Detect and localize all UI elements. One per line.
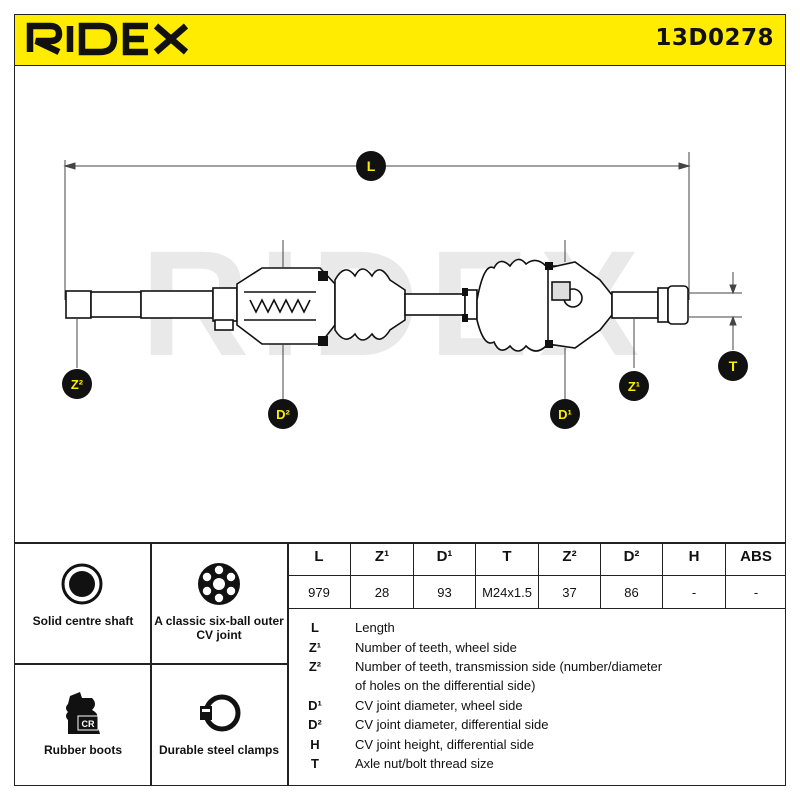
badge-Z2: [62, 369, 92, 399]
spec-value: 93: [437, 585, 452, 600]
badge-D1: [550, 399, 580, 429]
spec-value: 37: [562, 585, 577, 600]
spec-col-line: [600, 542, 601, 608]
spec-header: Z¹: [374, 548, 390, 565]
badge-T: [718, 351, 748, 381]
solid-circle-icon: [61, 563, 103, 605]
spec-col-line: [662, 542, 663, 608]
spec-col-line: [725, 542, 726, 608]
legend-text: Length: [355, 620, 395, 635]
driveshaft-drawing: RIDEX L: [62, 151, 748, 429]
spec-header: Z²: [562, 548, 577, 565]
badge-Z2-text: Z²: [71, 377, 84, 392]
steel-clamp-icon: [200, 694, 241, 732]
legend-text: of holes on the differential side): [355, 678, 536, 693]
legend-key: D¹: [308, 698, 322, 713]
spec-table-header-line: [287, 575, 786, 576]
legend-text: Number of teeth, wheel side: [355, 640, 517, 655]
feature-rubber-boots: Rubber boots: [44, 743, 122, 757]
spec-col-line: [413, 542, 414, 608]
badge-D2-text: D²: [276, 407, 290, 422]
spec-col-line: [475, 542, 476, 608]
rubber-boot-icon: CR: [66, 692, 100, 734]
svg-text:CR: CR: [82, 719, 95, 729]
feature-solid-shaft: Solid centre shaft: [32, 614, 134, 628]
spec-value: 86: [624, 585, 639, 600]
spec-value: -: [691, 585, 697, 600]
spec-col-line: [350, 542, 351, 608]
legend-key: Z¹: [308, 640, 322, 655]
section-divider: [14, 542, 786, 544]
legend-key: L: [311, 620, 319, 635]
legend-key: T: [311, 756, 319, 771]
ridex-logo-graphic: [26, 22, 189, 56]
legend-key: D²: [308, 717, 322, 732]
ridex-logo: [26, 18, 196, 60]
spec-value: -: [753, 585, 759, 600]
legend-text: CV joint height, differential side: [355, 737, 534, 752]
spec-header: D²: [623, 548, 640, 565]
legend-text: CV joint diameter, wheel side: [355, 698, 523, 713]
badge-Z1: [619, 371, 649, 401]
spec-value: 979: [308, 585, 330, 600]
legend-text: Axle nut/bolt thread size: [355, 756, 494, 771]
spec-table-bottom-line: [287, 608, 786, 609]
badge-D2: [268, 399, 298, 429]
spec-value: M24x1.5: [482, 585, 532, 600]
legend-text: Number of teeth, transmission side (numb…: [355, 659, 663, 674]
legend-key: Z²: [308, 659, 322, 674]
six-ball-joint-icon: [198, 563, 240, 605]
legend-text: CV joint diameter, differential side: [355, 717, 549, 732]
badge-D1-text: D¹: [558, 407, 572, 422]
badge-T-text: T: [729, 358, 738, 374]
spec-col-line: [538, 542, 539, 608]
spec-header: T: [502, 548, 512, 565]
spec-header: H: [688, 548, 700, 565]
feature-grid-divider-v2: [287, 542, 289, 786]
spec-header: ABS: [740, 548, 772, 565]
badge-L-text: L: [367, 158, 376, 174]
badge-L: [356, 151, 386, 181]
badge-Z1-text: Z¹: [628, 379, 640, 394]
legend-key: H: [310, 737, 320, 752]
feature-steel-clamps: Durable steel clamps: [158, 743, 280, 757]
spec-header: L: [314, 548, 324, 565]
part-number: 13D0278: [655, 25, 774, 51]
feature-grid-divider-h: [14, 663, 287, 665]
feature-six-ball-joint: A classic six-ball outer CV joint: [154, 614, 284, 642]
spec-header: D¹: [436, 548, 453, 565]
spec-value: 28: [374, 585, 390, 600]
